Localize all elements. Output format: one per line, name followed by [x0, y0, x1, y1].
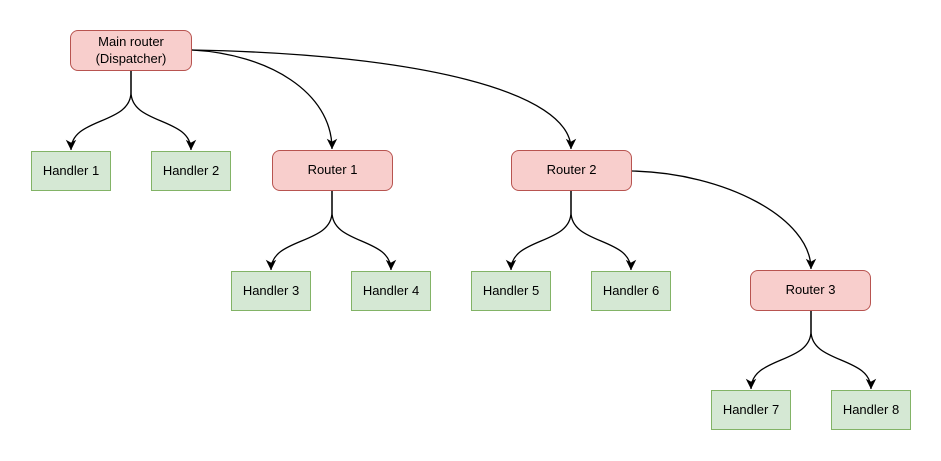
edge-main-router-to-router-1 [191, 49, 338, 150]
node-main-router: Main router (Dispatcher) [70, 30, 192, 71]
node-handler-3: Handler 3 [231, 271, 311, 311]
node-label: Handler 2 [162, 162, 220, 178]
edge-main-router-to-handler-1 [65, 71, 132, 151]
edge-router-1-to-handler-3 [265, 191, 333, 271]
node-handler-6: Handler 6 [591, 271, 671, 311]
node-label: Handler 5 [482, 282, 540, 298]
node-router-3: Router 3 [750, 270, 871, 311]
node-handler-5: Handler 5 [471, 271, 551, 311]
edge-router-1-to-handler-4 [331, 191, 397, 271]
node-handler-8: Handler 8 [831, 390, 911, 430]
edge-router-2-to-router-3 [631, 170, 817, 270]
node-label: Router 2 [546, 162, 597, 178]
node-label: Handler 7 [722, 401, 780, 417]
edge-router-3-to-handler-7 [745, 311, 812, 390]
edge-main-router-to-handler-2 [130, 71, 197, 151]
node-label: Handler 4 [362, 282, 420, 298]
edge-router-2-to-handler-5 [505, 191, 572, 271]
node-handler-2: Handler 2 [151, 151, 231, 191]
node-label: Handler 3 [242, 282, 300, 298]
edge-router-3-to-handler-8 [810, 311, 877, 390]
node-label: Handler 8 [842, 401, 900, 417]
node-label: Handler 1 [42, 162, 100, 178]
node-label: Router 3 [785, 282, 836, 298]
edge-router-2-to-handler-6 [570, 191, 637, 271]
node-router-1: Router 1 [272, 150, 393, 191]
node-handler-7: Handler 7 [711, 390, 791, 430]
node-label: Main router (Dispatcher) [95, 34, 167, 66]
node-label: Handler 6 [602, 282, 660, 298]
node-router-2: Router 2 [511, 150, 632, 191]
edge-main-router-to-router-2 [191, 49, 577, 150]
node-handler-4: Handler 4 [351, 271, 431, 311]
node-handler-1: Handler 1 [31, 151, 111, 191]
node-label: Router 1 [307, 162, 358, 178]
